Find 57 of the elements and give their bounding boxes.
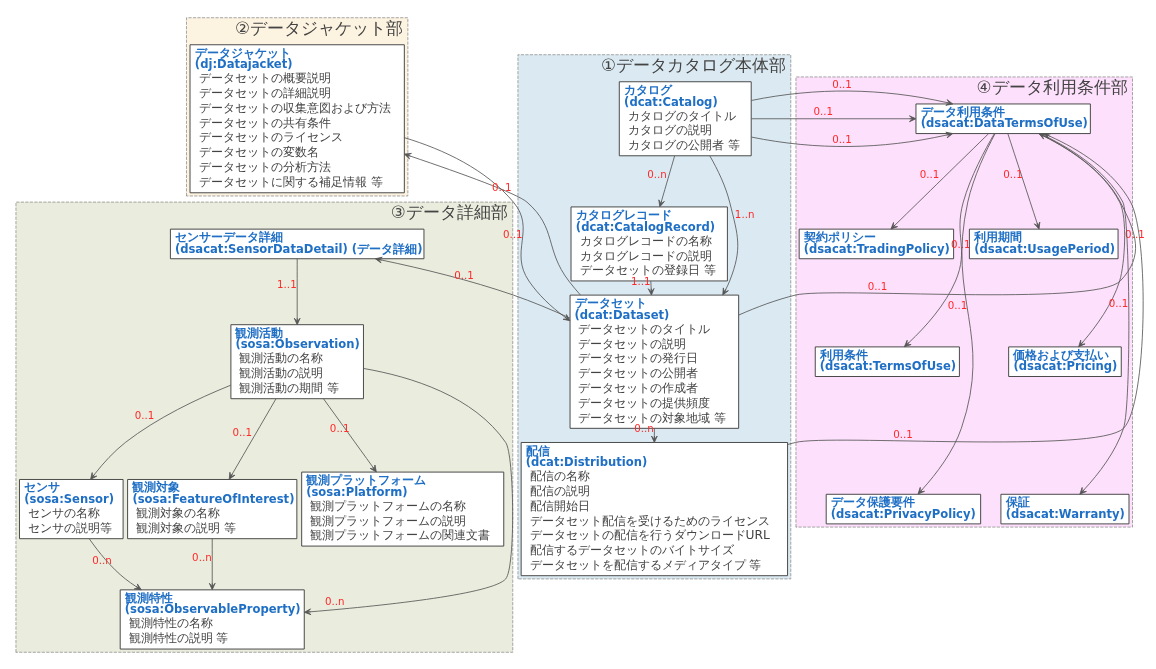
node-box: 観測対象 (sosa:FeatureOfInterest) 観測対象の名称 観測対象の説明 等	[127, 478, 298, 539]
node-box: 価格および支払い (dsacat:Pricing)	[1008, 345, 1122, 377]
arrow	[293, 257, 301, 325]
arrow	[890, 132, 990, 229]
arrow	[651, 427, 658, 443]
node-box: カタログ (dcat:Catalog) カタログのタイトル カタログの説明 カタログの公開者 等	[618, 80, 752, 156]
edge-label: 0..1	[232, 425, 253, 438]
edge-label: 0..n	[192, 550, 212, 563]
node-box: 利用条件 (dsacat:TermsOfUse)	[814, 345, 960, 377]
arrow	[323, 397, 377, 472]
edge-label: 1..n	[734, 207, 755, 220]
arrow	[709, 154, 739, 295]
edge-label: 1..1	[277, 277, 297, 290]
edge-label: 0..1	[503, 227, 523, 240]
edge-label: 0..1	[813, 104, 834, 117]
arrow	[750, 90, 954, 106]
edge-label: 0..1	[134, 408, 155, 421]
arrow	[403, 152, 581, 295]
edge-label: 0..1	[1125, 227, 1145, 240]
edge-label: 0..1	[947, 298, 968, 311]
arrow	[88, 537, 142, 590]
node-box: センサーデータ詳細 (dsacat:SensorDataDetail) (データ詳細)	[169, 228, 425, 259]
arrow	[917, 132, 996, 494]
edge-label: 0..1	[832, 132, 852, 145]
arrow	[1007, 132, 1041, 229]
arrow	[658, 155, 676, 207]
node-box: 配信 (dcat:Distribution) 配信の名称 配信の説明 配信開始日 データセット配信を受けるためのライセンス データセットの配信を行うダウンロードURL 配信するデータセットのバイトサイズ データセットを配信するメディアタイプ 等	[520, 441, 789, 576]
node-box: データ保護要件 (dsacat:PrivacyPolicy)	[825, 493, 982, 524]
arrow	[228, 397, 277, 480]
node-box: センサ (sosa:Sensor) センサの名称 センサの説明等	[19, 478, 124, 539]
edge-label: 0..1	[893, 427, 913, 440]
node-box: データジャケット (dj:Datajacket) データセットの概要説明 データセットの詳細説明 データセットの収集意図および方法 データセットの共有条件 データセットのライセンス データセットの変数名 データセットの分析方法 データセットに関する補足情報 等	[189, 43, 405, 193]
arrow	[90, 384, 232, 480]
arrow	[750, 114, 917, 122]
node-box: 観測活動 (sosa:Observation) 観測活動の名称 観測活動の説明 観測活動の期間 等	[230, 323, 364, 399]
arrow	[750, 131, 954, 147]
arrow	[208, 538, 216, 590]
node-box: 保証 (dsacat:Warranty)	[1000, 493, 1130, 524]
edge-label: 0..1	[867, 279, 888, 292]
edge-label: 0..1	[919, 167, 940, 180]
edge-label: 0..n	[647, 167, 667, 180]
edge-label: 0..1	[1108, 296, 1129, 309]
arrow	[647, 280, 655, 295]
edge-label: 0..1	[1003, 167, 1023, 180]
arrow	[374, 256, 571, 319]
arrow	[403, 136, 571, 321]
edge-label: 0..1	[491, 179, 512, 192]
edge-label: 0..n	[92, 553, 112, 566]
edge-label: 0..1	[832, 77, 852, 90]
node-box: データ利用条件 (dsacat:DataTermsOfUse)	[915, 102, 1091, 134]
node-box: 観測特性 (sosa:ObservableProperty) 観測特性の名称 観測特性の説明 等	[119, 588, 305, 650]
edge-label: 0..1	[329, 421, 350, 434]
edge-label: 0..1	[454, 268, 474, 281]
arrow	[904, 132, 995, 347]
node-box: 利用期間 (dsacat:UsagePeriod)	[968, 228, 1119, 259]
edge-label: 0..n	[325, 594, 345, 607]
node-box: 観測プラットフォーム (sosa:Platform) 観測プラットフォームの名称 観測プラットフォームの説明 観測プラットフォームの関連文書	[301, 471, 505, 547]
